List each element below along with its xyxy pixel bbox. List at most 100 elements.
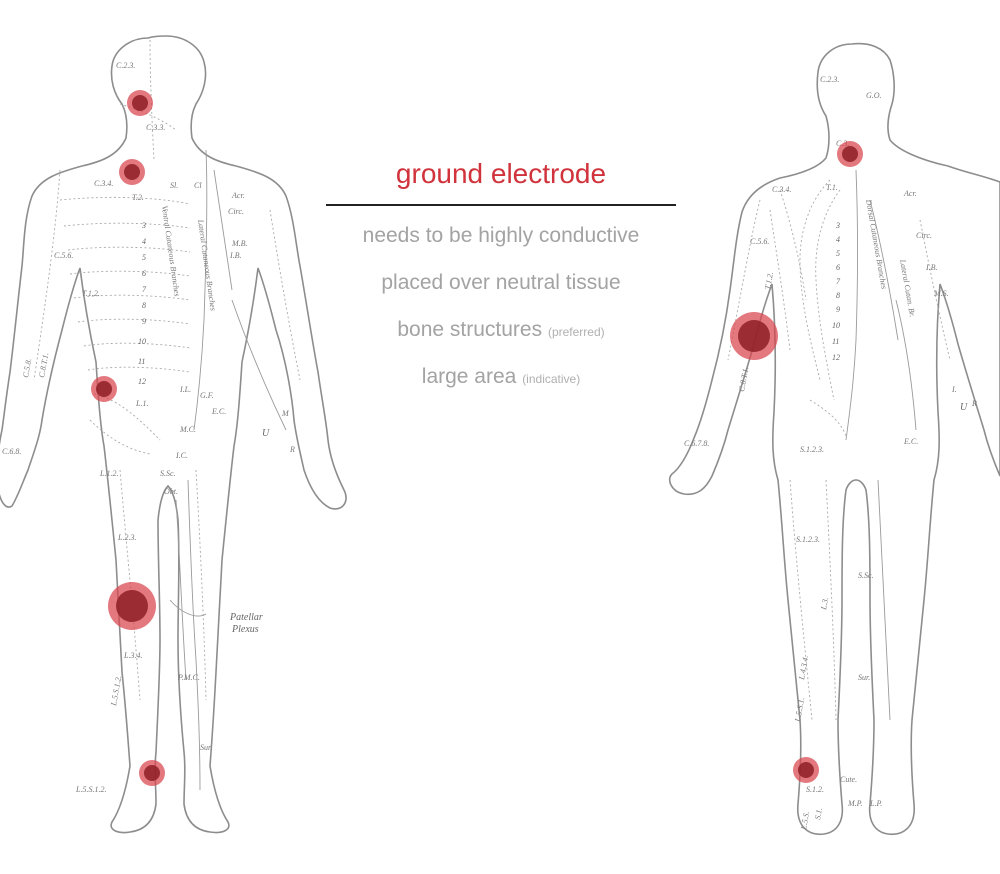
- legend-item-text: bone structures: [397, 318, 543, 341]
- svg-text:4: 4: [142, 237, 146, 246]
- label-back-c56: C.5.6.: [750, 237, 769, 246]
- electrode-elbow: [730, 312, 778, 360]
- svg-text:5: 5: [142, 253, 146, 262]
- legend-item-neutral-tissue: placed over neutral tissue: [326, 259, 676, 306]
- label-back-c678: C.6.7.8.: [684, 439, 709, 448]
- label-pmc: P.M.C.: [177, 673, 200, 682]
- label-ic: I.C.: [175, 451, 188, 460]
- label-t2: T.2.: [132, 193, 144, 202]
- label-back-r: R: [971, 399, 977, 408]
- svg-text:8: 8: [836, 291, 840, 300]
- legend-item-text: large area: [421, 365, 517, 388]
- label-l1: L.1.: [135, 399, 148, 408]
- label-back-s123: S.1.2.3.: [800, 445, 824, 454]
- label-acr: Acr.: [231, 191, 245, 200]
- label-u: U: [262, 428, 270, 439]
- label-ib: I.B.: [229, 251, 242, 260]
- svg-text:12: 12: [138, 377, 146, 386]
- legend-title: ground electrode: [395, 158, 607, 189]
- label-back-lp: L.P.: [869, 799, 882, 808]
- back-dermatome-lines: [727, 179, 951, 721]
- electrode-knee: [108, 582, 156, 630]
- label-l5s12: L.5.S.1.2.: [109, 675, 123, 708]
- legend-item-note: (preferred): [547, 325, 605, 339]
- label-back-c23: C.2.3.: [820, 75, 839, 84]
- label-back-ec: E.C.: [903, 437, 918, 446]
- front-dermatome-lines: [33, 39, 301, 701]
- legend-item-large-area: large area (indicative): [326, 353, 676, 400]
- svg-text:11: 11: [138, 357, 145, 366]
- ground-electrode-legend: ground electrode needs to be highly cond…: [326, 150, 676, 400]
- label-back-mp: M.P.: [847, 799, 863, 808]
- label-back-l51: L.5.S.1.: [793, 697, 806, 724]
- label-c8t1: C.8.T.1.: [37, 352, 50, 378]
- legend-divider: [326, 204, 676, 206]
- label-back-c34: C.3.4.: [772, 185, 791, 194]
- label-back-s12: S.1.2.: [806, 785, 824, 794]
- label-il: I.L.: [179, 385, 191, 394]
- label-back-sur: Sur.: [858, 673, 870, 682]
- label-back-l5s: L.5.S.: [799, 811, 811, 832]
- electrode-ankle: [139, 760, 165, 786]
- label-t12: T.1.2.: [82, 289, 100, 298]
- label-back-c8t1: C.8.T.1.: [737, 366, 750, 392]
- label-back-i: I.: [951, 385, 957, 394]
- back-electrodes: [730, 141, 863, 783]
- svg-text:9: 9: [836, 305, 840, 314]
- label-ec: E.C.: [211, 407, 226, 416]
- electrode-hip: [91, 376, 117, 402]
- label-m: M: [281, 409, 290, 418]
- label-c34: C.3.4.: [94, 179, 113, 188]
- svg-text:6: 6: [836, 263, 840, 272]
- svg-text:6: 6: [142, 269, 146, 278]
- back-figure: C.2.3. G.O. C.3. C.3.4. T.1. Acr. Dorsal…: [668, 42, 1000, 835]
- svg-text:7: 7: [836, 277, 841, 286]
- legend-item-text: placed over neutral tissue: [381, 271, 621, 294]
- label-l5s12b: L.5.S.1.2.: [75, 785, 106, 794]
- label-back-s123b: S.1.2.3.: [796, 535, 820, 544]
- label-back-acr: Acr.: [903, 189, 917, 198]
- front-nerve-branches: [169, 149, 287, 791]
- electrode-c7-spinous: [837, 141, 863, 167]
- back-body-outline: [668, 42, 1000, 835]
- legend-item-note: (indicative): [522, 372, 581, 386]
- svg-text:8: 8: [142, 301, 146, 310]
- electrode-clavicle: [119, 159, 145, 185]
- svg-text:9: 9: [142, 317, 146, 326]
- svg-text:12: 12: [832, 353, 840, 362]
- label-back-t12: T.1.2.: [763, 271, 775, 290]
- label-ssc: S.Sc.: [160, 469, 176, 478]
- front-body-outline: [0, 35, 347, 834]
- label-back-cute: Cute.: [840, 775, 857, 784]
- front-electrodes: [91, 90, 165, 786]
- front-figure: C.2.3. C.3.3. C.3.4. T.2. Sl. Cl Acr. Ci…: [0, 35, 347, 834]
- svg-text:3: 3: [835, 221, 840, 230]
- label-circ: Circ.: [228, 207, 244, 216]
- legend-item-conductive: needs to be highly conductive: [326, 212, 676, 259]
- label-gf: G.F.: [200, 391, 214, 400]
- svg-text:11: 11: [832, 337, 839, 346]
- label-r: R: [289, 445, 295, 454]
- label-mb: M.B.: [231, 239, 248, 248]
- label-l12: L.1.2.: [99, 469, 118, 478]
- label-sl: Sl.: [170, 181, 178, 190]
- label-patellar-2: Plexus: [231, 624, 259, 635]
- back-nerve-branches: [845, 169, 917, 721]
- label-back-circ: Circ.: [916, 231, 932, 240]
- label-c56: C.5.6.: [54, 251, 73, 260]
- label-c68: C.6.8.: [2, 447, 21, 456]
- svg-text:10: 10: [138, 337, 146, 346]
- label-back-t1: T.1.: [826, 183, 838, 192]
- label-mc: M.C.: [179, 425, 196, 434]
- electrode-back-ankle: [793, 757, 819, 783]
- electrode-mastoid: [127, 90, 153, 116]
- label-l23: L.2.3.: [117, 533, 136, 542]
- label-back-l3: L.3.: [819, 597, 830, 612]
- label-cl: Cl: [194, 181, 202, 190]
- label-patellar-1: Patellar: [229, 612, 263, 623]
- label-back-s1: S.1.: [813, 807, 824, 820]
- label-back-l345: L.4.3.4.: [797, 655, 810, 682]
